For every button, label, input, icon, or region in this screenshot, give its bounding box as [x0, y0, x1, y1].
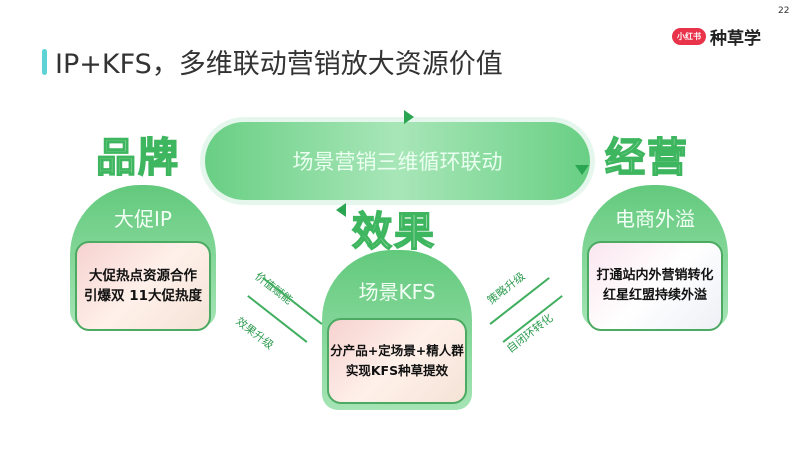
label-operation: 经营: [604, 135, 689, 181]
slide-title: IP+KFS，多维联动营销放大资源价值: [42, 42, 503, 81]
logo-text: 种草学: [710, 29, 761, 49]
card-line: 引爆双 11大促热度: [84, 288, 202, 304]
card-line: 大促热点资源合作: [89, 268, 197, 284]
arrow-right-icon: [404, 110, 414, 124]
card-heading: 场景KFS: [358, 280, 436, 304]
card-ecommerce: 电商外溢 打通站内外营销转化 红星红盟持续外溢: [582, 185, 728, 331]
arrow-left-icon: [336, 203, 346, 217]
card-line: 红星红盟持续外溢: [602, 288, 707, 303]
card-line: 分产品+定场景+精人群: [330, 343, 464, 358]
card-body: 分产品+定场景+精人群 实现KFS种草提效: [327, 318, 467, 404]
card-line: 打通站内外营销转化: [596, 268, 714, 283]
title-accent-bar: [42, 48, 47, 75]
logo-badge: 小红书: [672, 28, 706, 45]
cycle-banner: 场景营销三维循环联动: [205, 122, 590, 200]
title-text: IP+KFS，多维联动营销放大资源价值: [55, 49, 503, 80]
page-number: 22: [778, 6, 790, 16]
card-body: 大促热点资源合作 引爆双 11大促热度: [75, 241, 211, 331]
arrow-line: [262, 277, 323, 325]
arrow-down-icon: [575, 165, 589, 175]
label-effect: 效果: [351, 209, 436, 255]
card-heading: 电商外溢: [615, 207, 695, 231]
card-heading: 大促IP: [114, 207, 172, 231]
label-brand: 品牌: [95, 135, 180, 181]
card-promo-ip: 大促IP 大促热点资源合作 引爆双 11大促热度: [70, 185, 216, 331]
card-scene-kfs: 场景KFS 分产品+定场景+精人群 实现KFS种草提效: [322, 250, 472, 410]
card-body: 打通站内外营销转化 红星红盟持续外溢: [587, 241, 723, 331]
card-line: 实现KFS种草提效: [345, 363, 449, 378]
label-strategy-upgrade: 策略升级: [484, 269, 528, 308]
logo: 小红书 种草学: [672, 24, 761, 49]
label-effect-upgrade: 效果升级: [233, 314, 277, 353]
